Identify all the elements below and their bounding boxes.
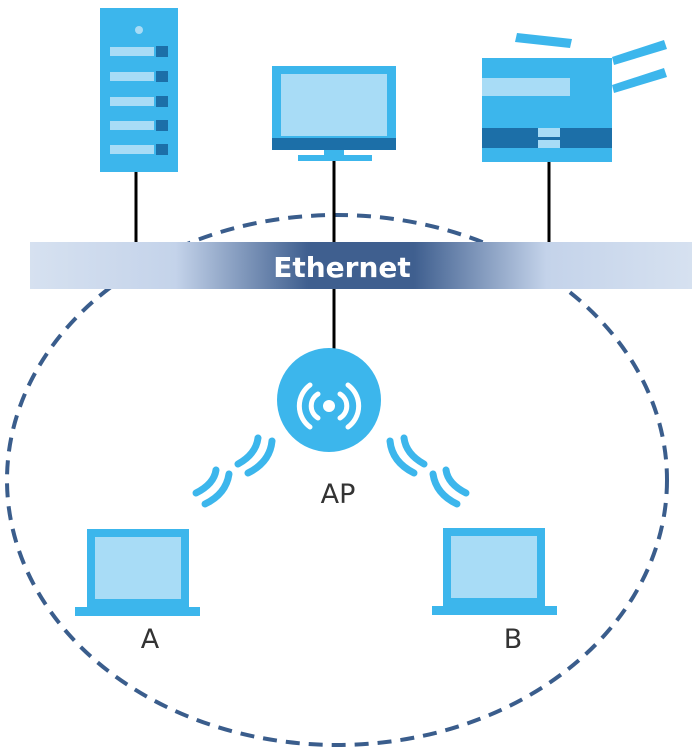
printer-icon [482,33,667,162]
ethernet-bar [30,242,692,289]
server-icon [100,8,178,172]
ethernet-label: Ethernet [273,251,411,284]
wireless-ap-icon [277,348,381,452]
wireless-coverage-boundary [5,213,669,747]
client-a-label: A [141,624,160,655]
wifi-signal-left-icon [192,434,276,508]
ethernet-bus: Ethernet [30,242,692,289]
wifi-signal-right-icon [386,434,470,508]
laptop-icon-a [75,529,200,616]
laptop-icon-b [432,528,557,615]
client-b-label: B [504,624,523,655]
ap-label: AP [321,479,356,510]
monitor-icon [272,66,396,161]
